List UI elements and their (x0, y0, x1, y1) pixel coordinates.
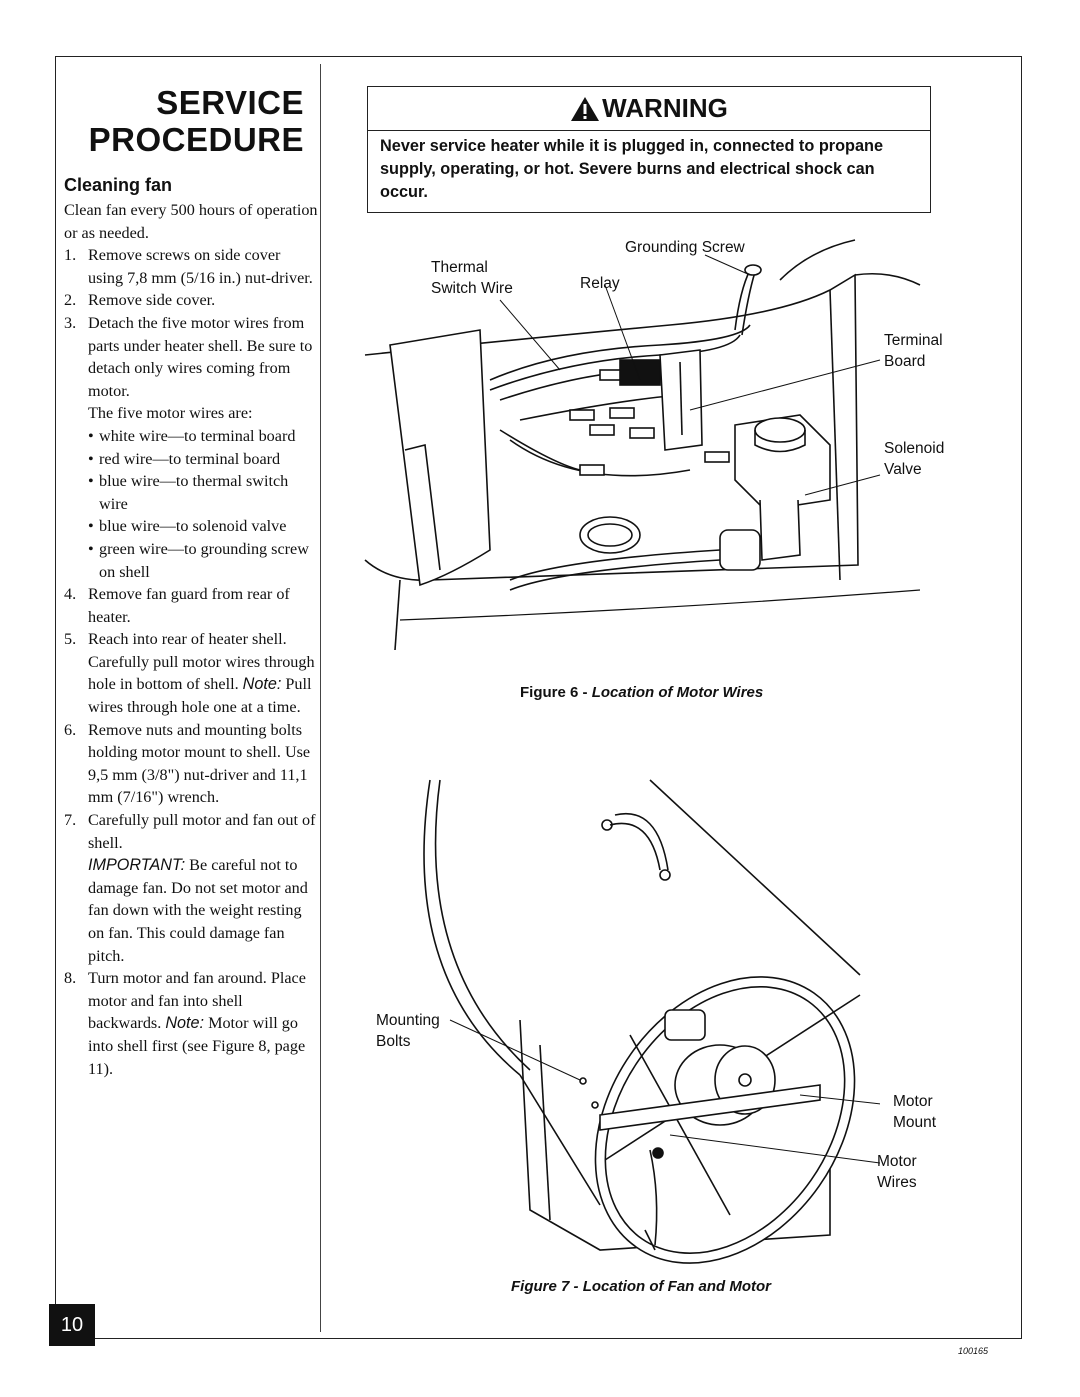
warning-triangle-icon (571, 96, 600, 121)
step-text: Carefully pull motor and fan out of shel… (88, 811, 316, 852)
step-text: Remove fan guard from rear of heater. (88, 585, 290, 626)
label-motor-mount: Motor Mount (893, 1093, 937, 1131)
label-motor-wires: Motor Wires (877, 1153, 917, 1191)
step-number: 5. (64, 630, 77, 649)
list-item: red wire—to terminal board (88, 448, 319, 471)
step-number: 4. (64, 585, 77, 604)
step-6: 6. Remove nuts and mounting bolts holding… (64, 719, 319, 809)
section-heading: Cleaning fan (64, 175, 173, 195)
step-number: 2. (64, 291, 77, 310)
label-solenoid-valve: Solenoid Valve (884, 440, 945, 478)
label-thermal-switch-wire: Thermal Switch Wire (431, 259, 513, 297)
list-item: green wire—to grounding screw on shell (88, 538, 319, 583)
page-frame (55, 56, 1022, 1339)
step-text: Remove side cover. (88, 291, 216, 310)
steps-list: 1. Remove screws on side cover using 7,8 … (64, 244, 319, 1080)
step-number: 6. (64, 720, 77, 739)
caption-prefix: Figure 7 - (511, 1278, 583, 1295)
warning-text: Never service heater while it is plugged… (380, 137, 884, 201)
step-number: 1. (64, 246, 77, 265)
step-7: 7. Carefully pull motor and fan out of sh… (64, 809, 319, 967)
warning-heading: WARNING (602, 93, 728, 123)
procedure-text: Clean fan every 500 hours of operation o… (64, 199, 319, 1080)
step-text: Turn motor and fan around. Place motor a… (88, 969, 306, 1033)
label-mounting-bolts: Mounting Bolts (376, 1012, 440, 1050)
list-item: white wire—to terminal board (88, 425, 319, 448)
list-item: blue wire—to thermal switch wire (88, 470, 319, 515)
document-code: 100165 (958, 1346, 989, 1356)
step-3: 3. Detach the five motor wires from parts… (64, 312, 319, 583)
step-text: Detach the five motor wires from parts u… (88, 313, 313, 400)
step-8: 8. Turn motor and fan around. Place motor… (64, 967, 319, 1080)
step-number: 7. (64, 811, 77, 830)
important-text: Be careful not to damage fan. Do not set… (88, 856, 308, 965)
motor-wires-list: white wire—to terminal board red wire—to… (88, 425, 319, 583)
list-item: blue wire—to solenoid valve (88, 515, 319, 538)
label-relay: Relay (580, 275, 620, 292)
step-4: 4. Remove fan guard from rear of heater. (64, 583, 319, 628)
note-label: Note: (242, 675, 282, 694)
step-2: 2. Remove side cover. (64, 289, 319, 312)
caption-prefix: Figure 6 - (520, 684, 592, 701)
figure-7-illustration (423, 779, 880, 1264)
note-text: Motor will go into shell first (see Figu… (88, 1014, 306, 1078)
page-title: SERVICE PROCEDURE (60, 84, 304, 158)
figure-6-illustration (364, 239, 921, 651)
note-text: Pull wires through hole one at a time. (88, 675, 312, 717)
page-number: 10 (49, 1304, 95, 1346)
step-text: Remove nuts and mounting bolts holding m… (88, 720, 311, 807)
motor-wires-intro: The five motor wires are: (88, 404, 253, 423)
important-label: IMPORTANT: (88, 856, 186, 875)
step-1: 1. Remove screws on side cover using 7,8 … (64, 244, 319, 289)
label-terminal-board: Terminal Board (884, 332, 943, 370)
step-text: Reach into rear of heater shell. Careful… (88, 630, 315, 694)
title-line-1: SERVICE (156, 84, 304, 121)
step-number: 3. (64, 313, 77, 332)
step-number: 8. (64, 969, 77, 988)
figure-6-caption: Figure 6 - Location of Motor Wires (520, 684, 763, 701)
label-grounding-screw: Grounding Screw (625, 239, 745, 256)
step-text: Remove screws on side cover using 7,8 mm… (88, 246, 313, 287)
note-label: Note: (165, 1014, 205, 1033)
step-5: 5. Reach into rear of heater shell. Caref… (64, 628, 319, 718)
title-line-2: PROCEDURE (88, 121, 304, 158)
warning-box: WARNING Never service heater while it is… (367, 86, 931, 213)
caption-title: Location of Motor Wires (591, 684, 764, 701)
figure-7-caption: Figure 7 - Location of Fan and Motor (511, 1278, 771, 1295)
intro-paragraph: Clean fan every 500 hours of operation o… (64, 201, 318, 242)
warning-header: WARNING (368, 87, 930, 131)
caption-title: Location of Fan and Motor (582, 1278, 772, 1295)
column-divider (320, 64, 321, 1332)
